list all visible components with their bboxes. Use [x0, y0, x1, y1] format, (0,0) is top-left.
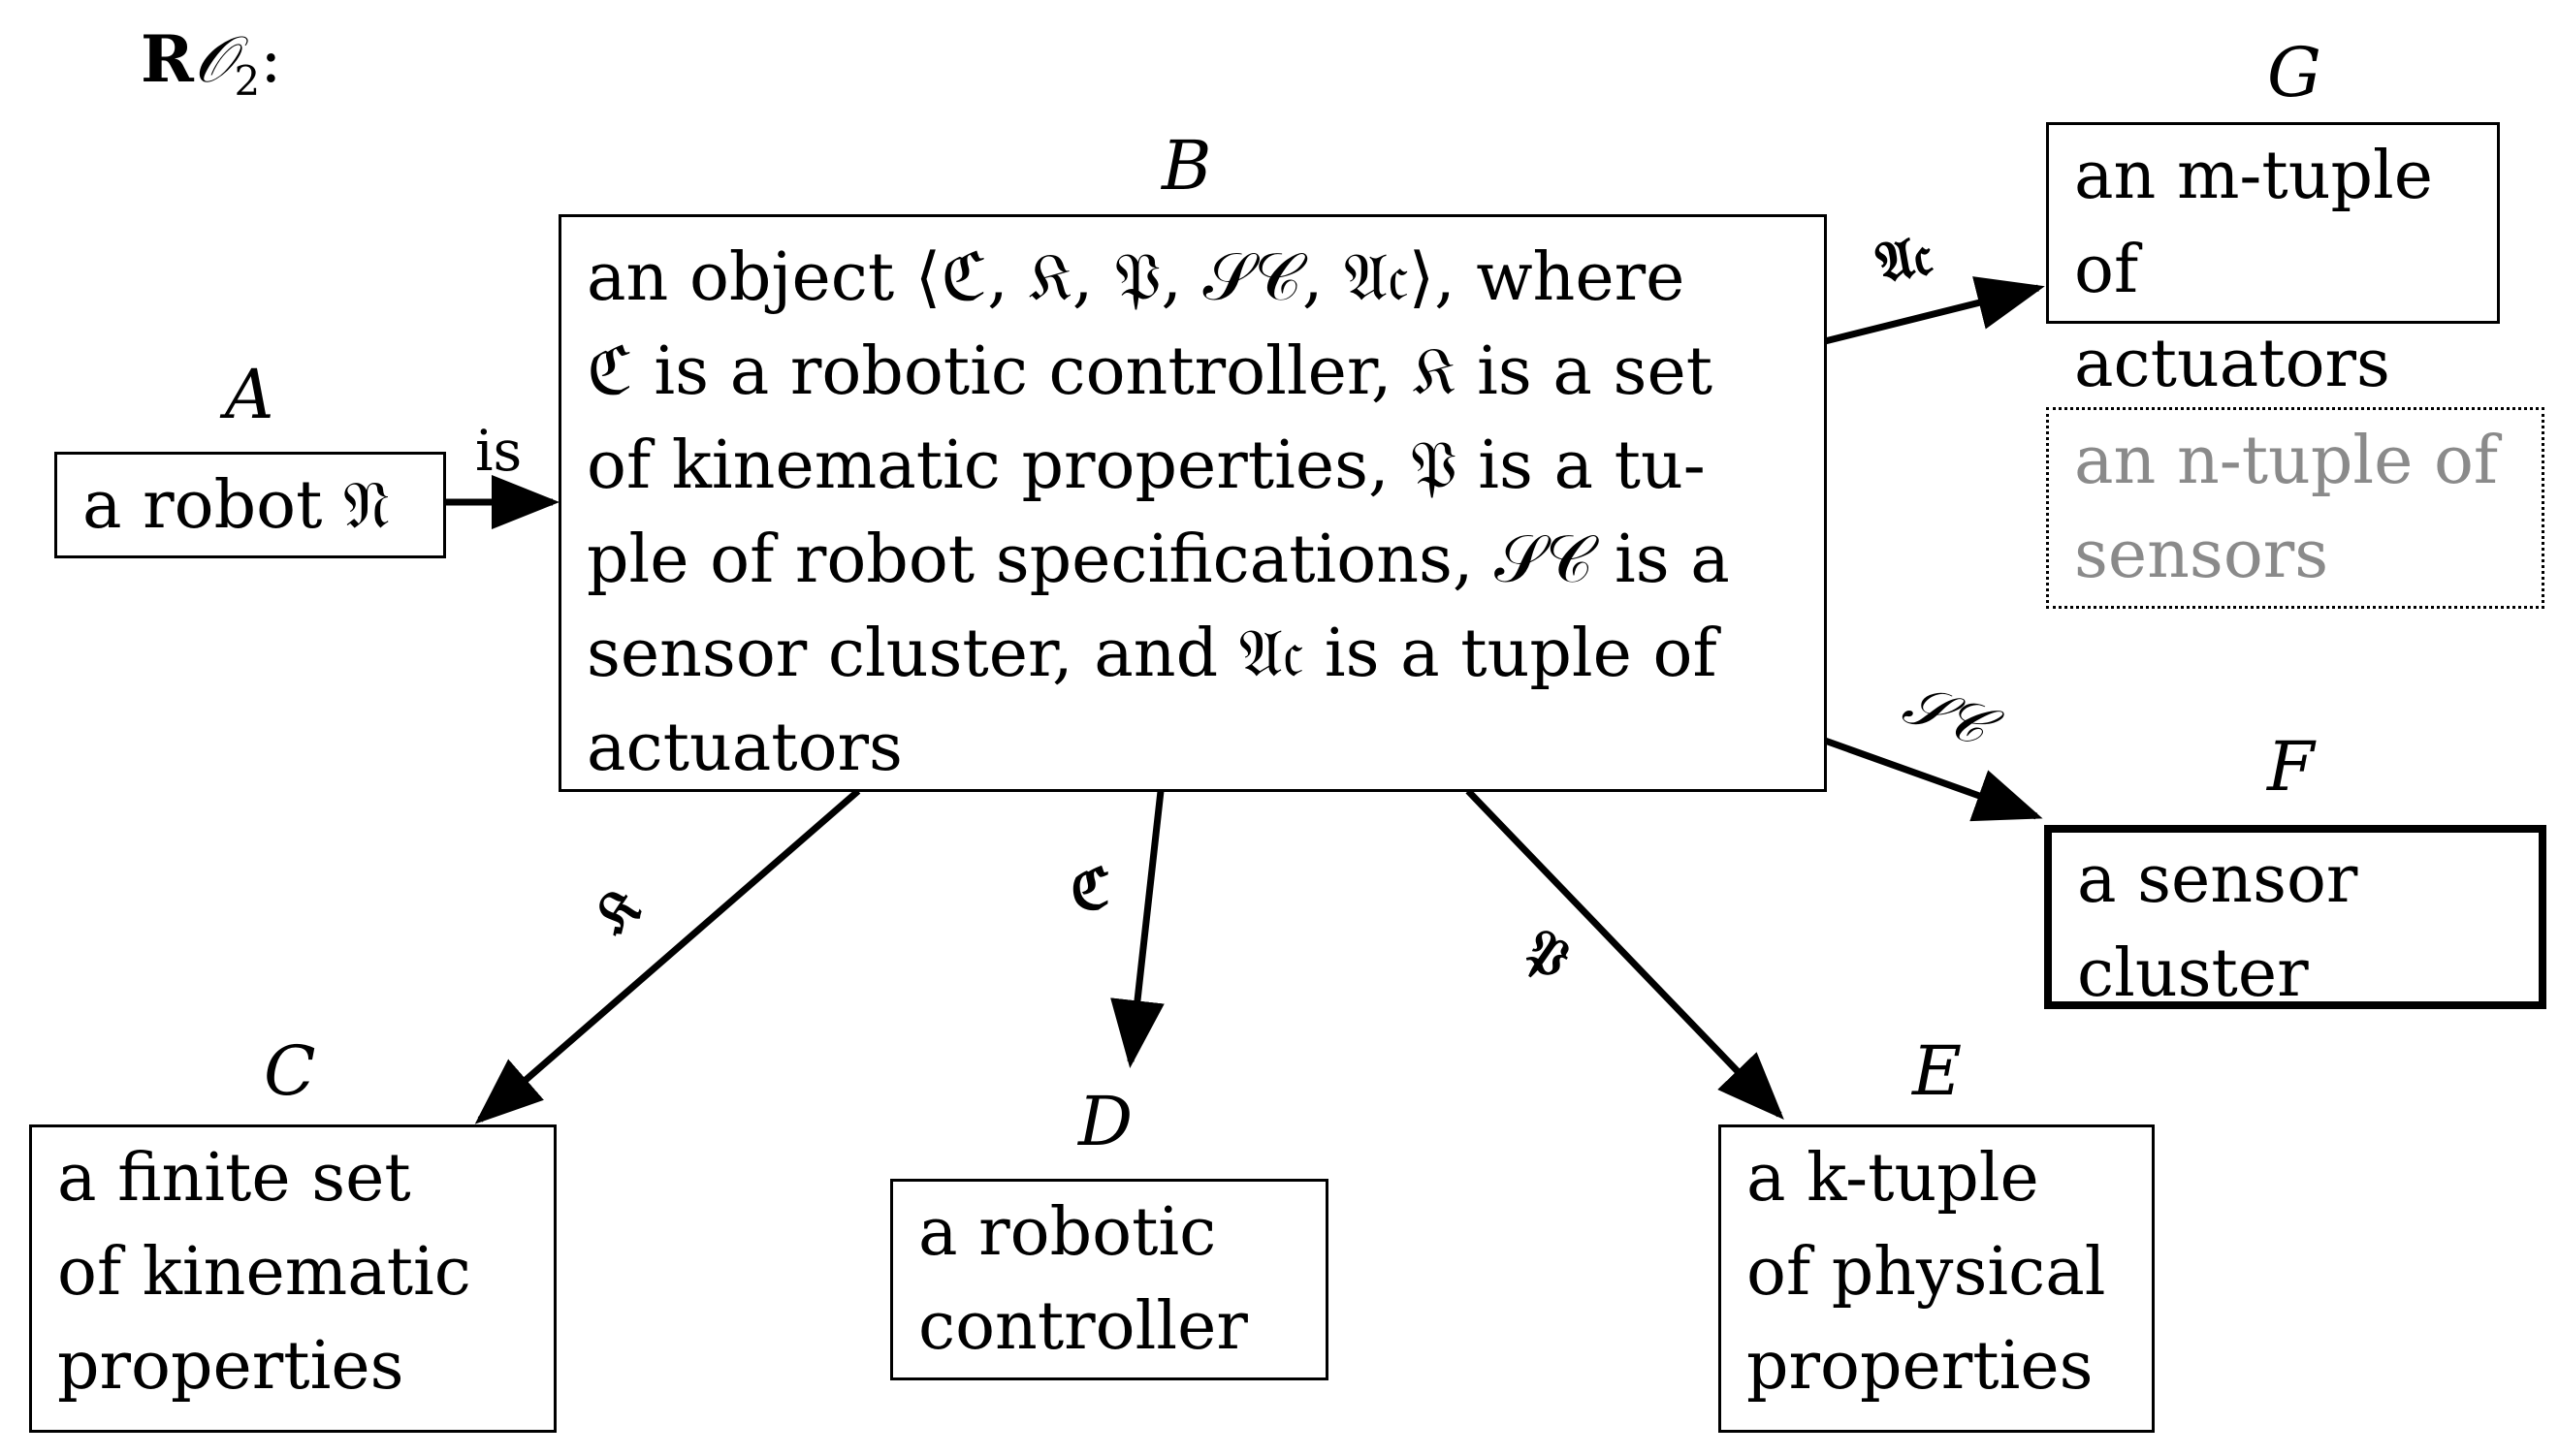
node-f-line-1: a sensor: [2077, 841, 2358, 918]
node-e-box: a k-tuple of physical properties: [1718, 1124, 2155, 1433]
node-a-box: a robot 𝔑: [54, 452, 446, 558]
node-d-line-1: a robotic: [918, 1194, 1217, 1271]
node-b-letter: B: [1162, 126, 1212, 206]
node-b-line-5: sensor cluster, and 𝔄𝔠 is a tuple of: [587, 616, 1717, 692]
title-subscript: 2: [234, 57, 261, 106]
node-e-line-3: properties: [1746, 1328, 2094, 1405]
node-b-line-4: ple of robot specifications, 𝒮𝒞 is a: [587, 522, 1730, 598]
edge-b-e: [1465, 788, 1784, 1121]
node-d-letter: D: [1078, 1082, 1134, 1161]
node-g-line-1: an m-tuple: [2074, 138, 2434, 214]
edge-b-c: [474, 788, 861, 1124]
node-g-line-2: of actuators: [2074, 232, 2390, 402]
node-e-line-1: a k-tuple: [1746, 1140, 2039, 1217]
node-e-letter: E: [1912, 1031, 1963, 1111]
node-g-box: an m-tuple of actuators: [2046, 122, 2500, 402]
node-b-line-2: ℭ is a robotic controller, 𝔎 is a set: [587, 333, 1713, 410]
node-b-box: an object ⟨ℭ, 𝔎, 𝔓, 𝒮𝒞, 𝔄𝔠⟩, where ℭ is …: [559, 214, 1827, 792]
title-suffix: :: [260, 22, 282, 97]
node-c-box: a finite set of kinematic properties: [29, 1124, 557, 1433]
node-g-letter: G: [2267, 33, 2321, 112]
node-n-tuple-box: an n-tuple of sensors: [2046, 407, 2544, 609]
node-d-line-2: controller: [918, 1288, 1248, 1365]
node-n-tuple-line-2: sensors: [2074, 517, 2329, 593]
title-prefix: R: [141, 21, 194, 97]
node-c-line-3: properties: [57, 1328, 404, 1405]
edge-label-is: is: [475, 418, 523, 484]
title-cal: 𝒪: [193, 22, 235, 97]
edge-label-controller: ℭ: [1071, 856, 1110, 922]
node-b-line-3: of kinematic properties, 𝔓 is a tu-: [587, 427, 1706, 504]
diagram-title: R𝒪2:: [141, 21, 281, 105]
node-e-line-2: of physical: [1746, 1234, 2106, 1311]
node-b-line-6: actuators: [587, 710, 903, 786]
node-c-letter: C: [264, 1031, 316, 1111]
node-d-box: a robotic controller: [890, 1179, 1328, 1380]
node-f-letter: F: [2267, 727, 2315, 807]
edge-b-f: [1823, 737, 2043, 822]
node-f-line-2: cluster: [2077, 935, 2309, 1012]
edge-b-d: [1110, 790, 1165, 1068]
node-a-letter: A: [225, 355, 274, 434]
node-b-line-1: an object ⟨ℭ, 𝔎, 𝔓, 𝒮𝒞, 𝔄𝔠⟩, where: [587, 239, 1685, 316]
edge-label-actuators: 𝔄𝔠: [1871, 221, 1937, 297]
node-f-box: a sensor cluster: [2044, 825, 2546, 1012]
node-a-text: a robot 𝔑: [82, 467, 391, 544]
node-c-line-2: of kinematic: [57, 1234, 471, 1311]
edge-b-g: [1824, 276, 2045, 345]
node-n-tuple-line-1: an n-tuple of: [2074, 423, 2499, 499]
node-c-line-1: a finite set: [57, 1140, 411, 1217]
